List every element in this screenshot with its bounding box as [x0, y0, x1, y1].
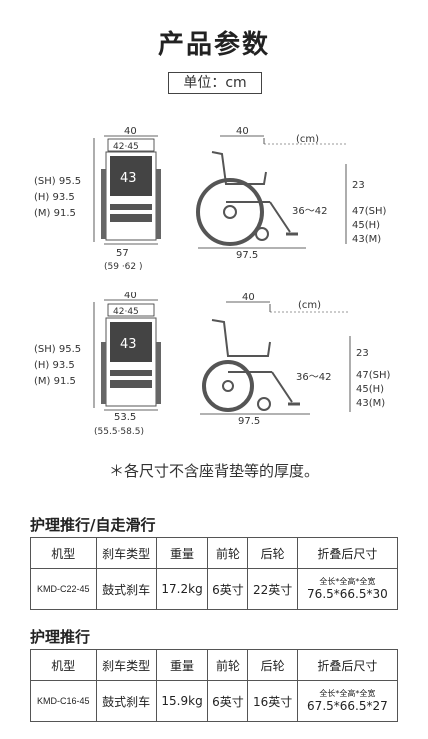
front-height-sh: (SH) 95.5 — [34, 176, 81, 187]
side-length: 97.5 — [236, 250, 258, 261]
header-rear-wheel: 后轮 — [247, 649, 298, 681]
side-top: 40 — [242, 292, 255, 303]
table-row: KMD-C22-45 鼓式刹车 17.2kg 6英寸 22英寸 全长*全高*全宽… — [30, 568, 399, 610]
cell-brake: 鼓式刹车 — [95, 568, 157, 610]
side-height-sh: 47(SH) — [352, 206, 386, 217]
cell-model: KMD-C16-45 — [30, 680, 97, 722]
side-armrest: 23 — [352, 180, 365, 191]
side-height-h: 45(H) — [352, 220, 380, 231]
header-folded-size: 折叠后尺寸 — [296, 649, 399, 681]
cell-front-wheel: 6英寸 — [207, 568, 249, 610]
header-folded-size: 折叠后尺寸 — [296, 537, 399, 569]
table-header-row: 机型 刹车类型 重量 前轮 后轮 折叠后尺寸 — [30, 649, 399, 681]
thickness-note: ＊各尺寸不含座背垫等的厚度。 — [108, 462, 319, 480]
cell-folded-size: 全长*全高*全宽 67.5*66.5*27 — [296, 680, 399, 722]
side-height-m: 43(M) — [356, 398, 385, 409]
header-weight: 重量 — [155, 649, 209, 681]
front-width-top: 40 — [124, 126, 137, 137]
spec-table-c22: 机型 刹车类型 重量 前轮 后轮 折叠后尺寸 KMD-C22-45 鼓式刹车 1… — [30, 537, 399, 610]
folded-size-label: 全长*全高*全宽 — [319, 689, 376, 698]
side-view-c22: 40 (cm) 36～42 23 47(SH) 45(H) 43(M) 97.5 — [196, 126, 386, 261]
side-unit: (cm) — [296, 134, 319, 145]
side-top: 40 — [236, 126, 249, 137]
cell-model: KMD-C22-45 — [30, 568, 97, 610]
folded-size-value: 76.5*66.5*30 — [307, 587, 388, 601]
front-width-sub: 42·45 — [113, 142, 139, 152]
section-title-c22: 护理推行/自走滑行 — [30, 516, 156, 534]
cell-weight: 15.9kg — [155, 680, 209, 722]
front-height-m: (M) 91.5 — [34, 376, 76, 387]
side-seat-range: 36～42 — [296, 372, 331, 383]
section-title-c16: 护理推行 — [30, 628, 91, 646]
page-title: 产品参数 — [157, 30, 270, 60]
side-length: 97.5 — [238, 416, 260, 427]
front-view-c22: 40 42·45 43 (SH) 95.5 (H) 93.5 (M) 91.5 … — [34, 126, 161, 272]
header-brake: 刹车类型 — [95, 537, 157, 569]
table-row: KMD-C16-45 鼓式刹车 15.9kg 6英寸 16英寸 全长*全高*全宽… — [30, 680, 399, 722]
side-height-h: 45(H) — [356, 384, 384, 395]
unit-label: 单位：cm — [168, 72, 262, 94]
front-seat-width: 43 — [120, 171, 137, 186]
side-unit: (cm) — [298, 300, 321, 311]
side-height-sh: 47(SH) — [356, 370, 390, 381]
header-model: 机型 — [30, 537, 97, 569]
front-bottom-sub: (59 ·62 ) — [104, 262, 143, 272]
front-bottom-width: 57 — [116, 248, 129, 259]
cell-weight: 17.2kg — [155, 568, 209, 610]
folded-size-value: 67.5*66.5*27 — [307, 699, 388, 713]
cell-rear-wheel: 16英寸 — [247, 680, 298, 722]
side-armrest: 23 — [356, 348, 369, 359]
front-height-m: (M) 91.5 — [34, 208, 76, 219]
front-view-c16: 40 42·45 43 (SH) 95.5 (H) 93.5 (M) 91.5 … — [34, 292, 161, 437]
header-brake: 刹车类型 — [95, 649, 157, 681]
front-height-h: (H) 93.5 — [34, 360, 75, 371]
front-height-h: (H) 93.5 — [34, 192, 75, 203]
header-rear-wheel: 后轮 — [247, 537, 298, 569]
front-bottom-sub: (55.5·58.5) — [94, 427, 144, 437]
header-weight: 重量 — [155, 537, 209, 569]
front-height-sh: (SH) 95.5 — [34, 344, 81, 355]
side-seat-range: 36～42 — [292, 206, 327, 217]
front-bottom-width: 53.5 — [114, 412, 136, 423]
front-width-top: 40 — [124, 292, 137, 301]
cell-front-wheel: 6英寸 — [207, 680, 249, 722]
diagram-c16: 40 42·45 43 (SH) 95.5 (H) 93.5 (M) 91.5 … — [0, 292, 428, 442]
spec-table-c16: 机型 刹车类型 重量 前轮 后轮 折叠后尺寸 KMD-C16-45 鼓式刹车 1… — [30, 649, 399, 722]
front-width-sub: 42·45 — [113, 307, 139, 317]
header-front-wheel: 前轮 — [207, 537, 249, 569]
side-height-m: 43(M) — [352, 234, 381, 245]
header-front-wheel: 前轮 — [207, 649, 249, 681]
diagram-c22: 40 42·45 43 (SH) 95.5 (H) 93.5 (M) 91.5 … — [0, 124, 428, 274]
cell-brake: 鼓式刹车 — [95, 680, 157, 722]
cell-folded-size: 全长*全高*全宽 76.5*66.5*30 — [296, 568, 399, 610]
header-model: 机型 — [30, 649, 97, 681]
cell-rear-wheel: 22英寸 — [247, 568, 298, 610]
side-view-c16: 40 (cm) 36～42 23 47(SH) 45(H) 43(M) 97.5 — [200, 292, 390, 427]
front-seat-width: 43 — [120, 337, 137, 352]
folded-size-label: 全长*全高*全宽 — [319, 577, 376, 586]
table-header-row: 机型 刹车类型 重量 前轮 后轮 折叠后尺寸 — [30, 537, 399, 569]
